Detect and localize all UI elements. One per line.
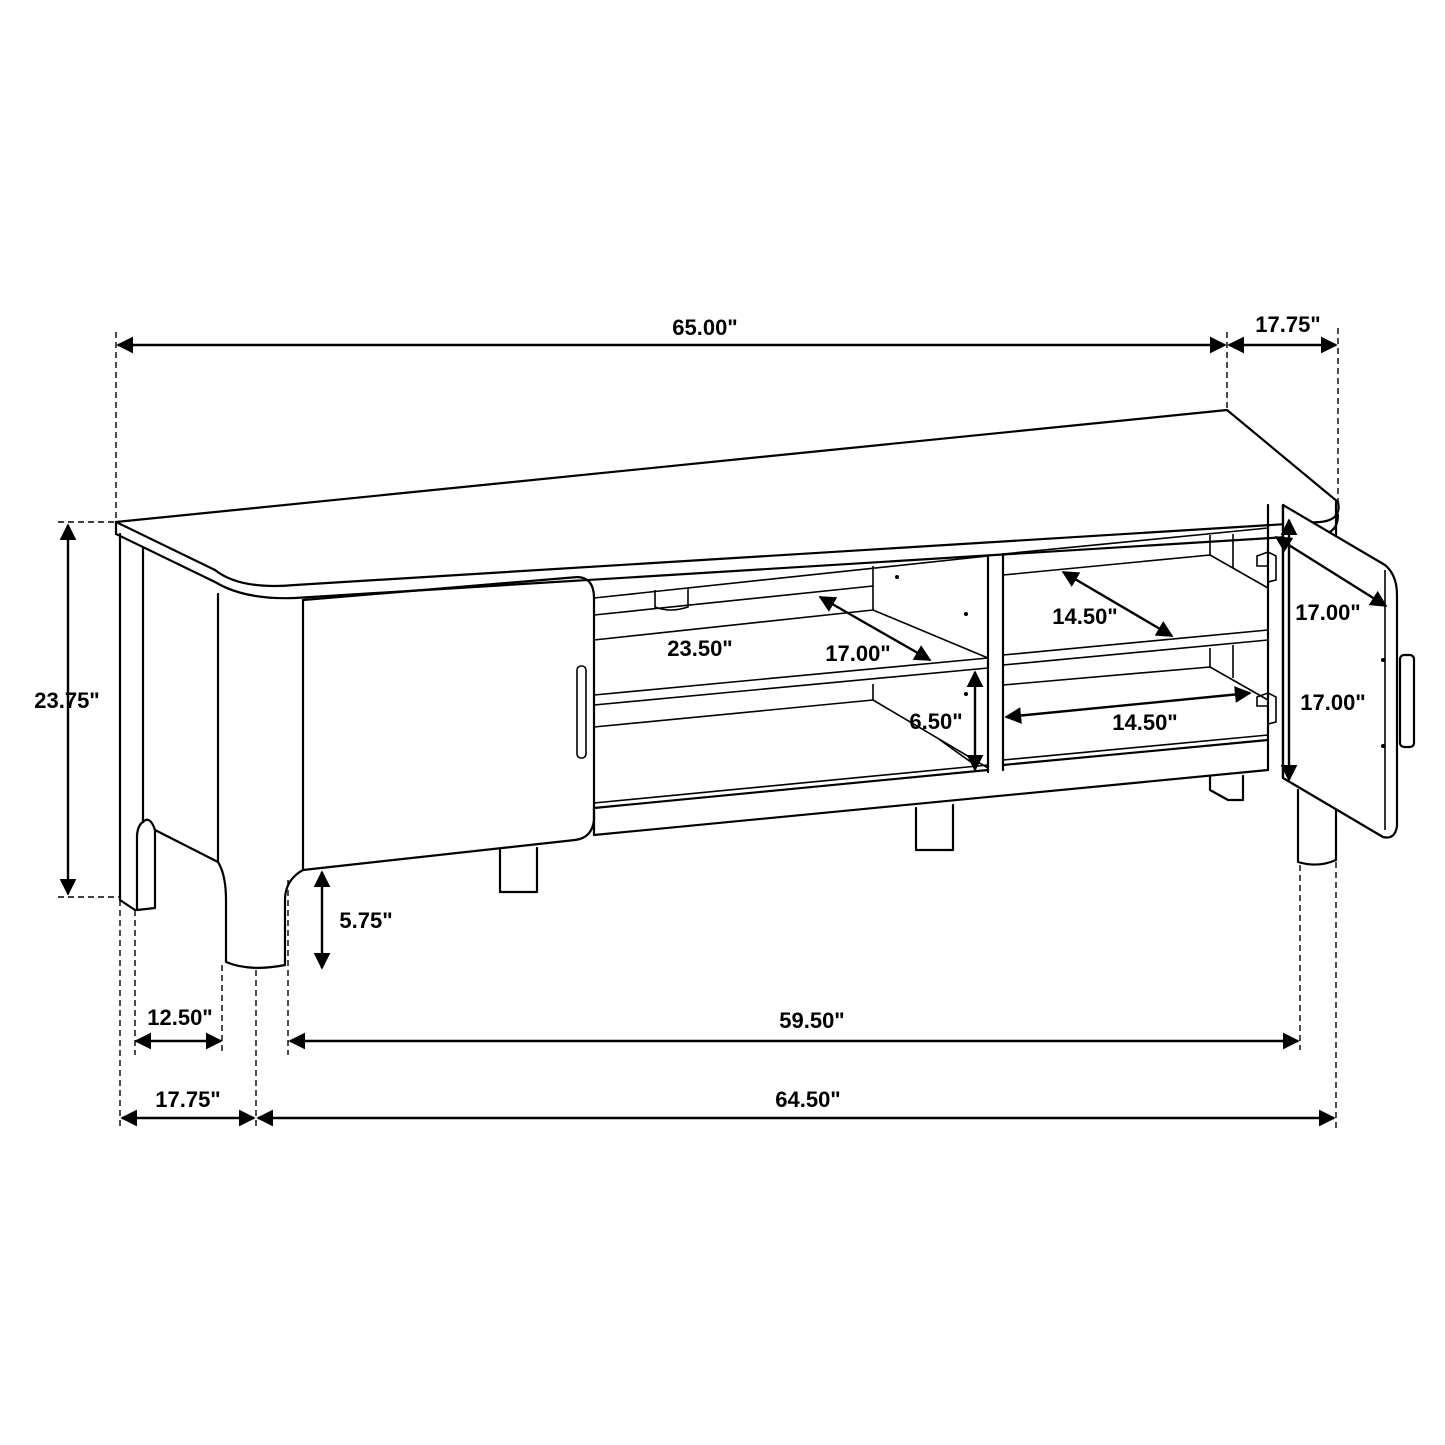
label-right-shelf-depth: 14.50" [1052, 604, 1117, 629]
left-side-panel [118, 532, 137, 912]
label-overall-depth-top: 17.75" [1255, 312, 1320, 337]
right-door-handle [1398, 653, 1416, 749]
label-leg-span-width: 59.50" [779, 1008, 844, 1033]
label-door-width: 17.00" [1295, 600, 1360, 625]
front-left-leg [216, 860, 305, 969]
tv-stand-drawing [114, 408, 1416, 969]
center-leg-1 [498, 846, 539, 894]
right-door [1281, 503, 1399, 839]
dim-line-right-shelf-depth [1061, 570, 1174, 638]
dim-line-right-shelf-width [1004, 686, 1252, 724]
upper-hinge [1256, 551, 1277, 584]
back-right-leg [1208, 774, 1245, 802]
tabletop [114, 408, 1340, 588]
dimension-labels: 65.00" 17.75" 23.75" 23.50" 17.00" 6.50"… [34, 312, 1365, 1112]
left-door [301, 575, 596, 872]
lower-hinge [1256, 692, 1277, 726]
label-overall-width-top: 65.00" [672, 315, 737, 340]
label-right-shelf-width: 14.50" [1112, 710, 1177, 735]
label-overall-height: 23.75" [34, 688, 99, 713]
label-left-shelf-depth: 17.00" [825, 641, 890, 666]
dim-line-left-shelf-depth [818, 595, 932, 662]
dimension-lines [58, 328, 1388, 1130]
front-right-leg [1296, 788, 1338, 866]
left-door-handle [576, 665, 587, 759]
label-shelf-gap-height: 6.50" [909, 709, 962, 734]
center-leg-2 [914, 803, 955, 852]
label-leg-span-depth: 12.50" [147, 1005, 212, 1030]
label-door-height: 17.00" [1300, 690, 1365, 715]
label-base-depth: 17.75" [155, 1087, 220, 1112]
label-inner-shelf-width: 23.50" [667, 636, 732, 661]
label-base-width: 64.50" [775, 1087, 840, 1112]
label-leg-clearance: 5.75" [339, 908, 392, 933]
dim-line-door-width [1274, 535, 1388, 608]
